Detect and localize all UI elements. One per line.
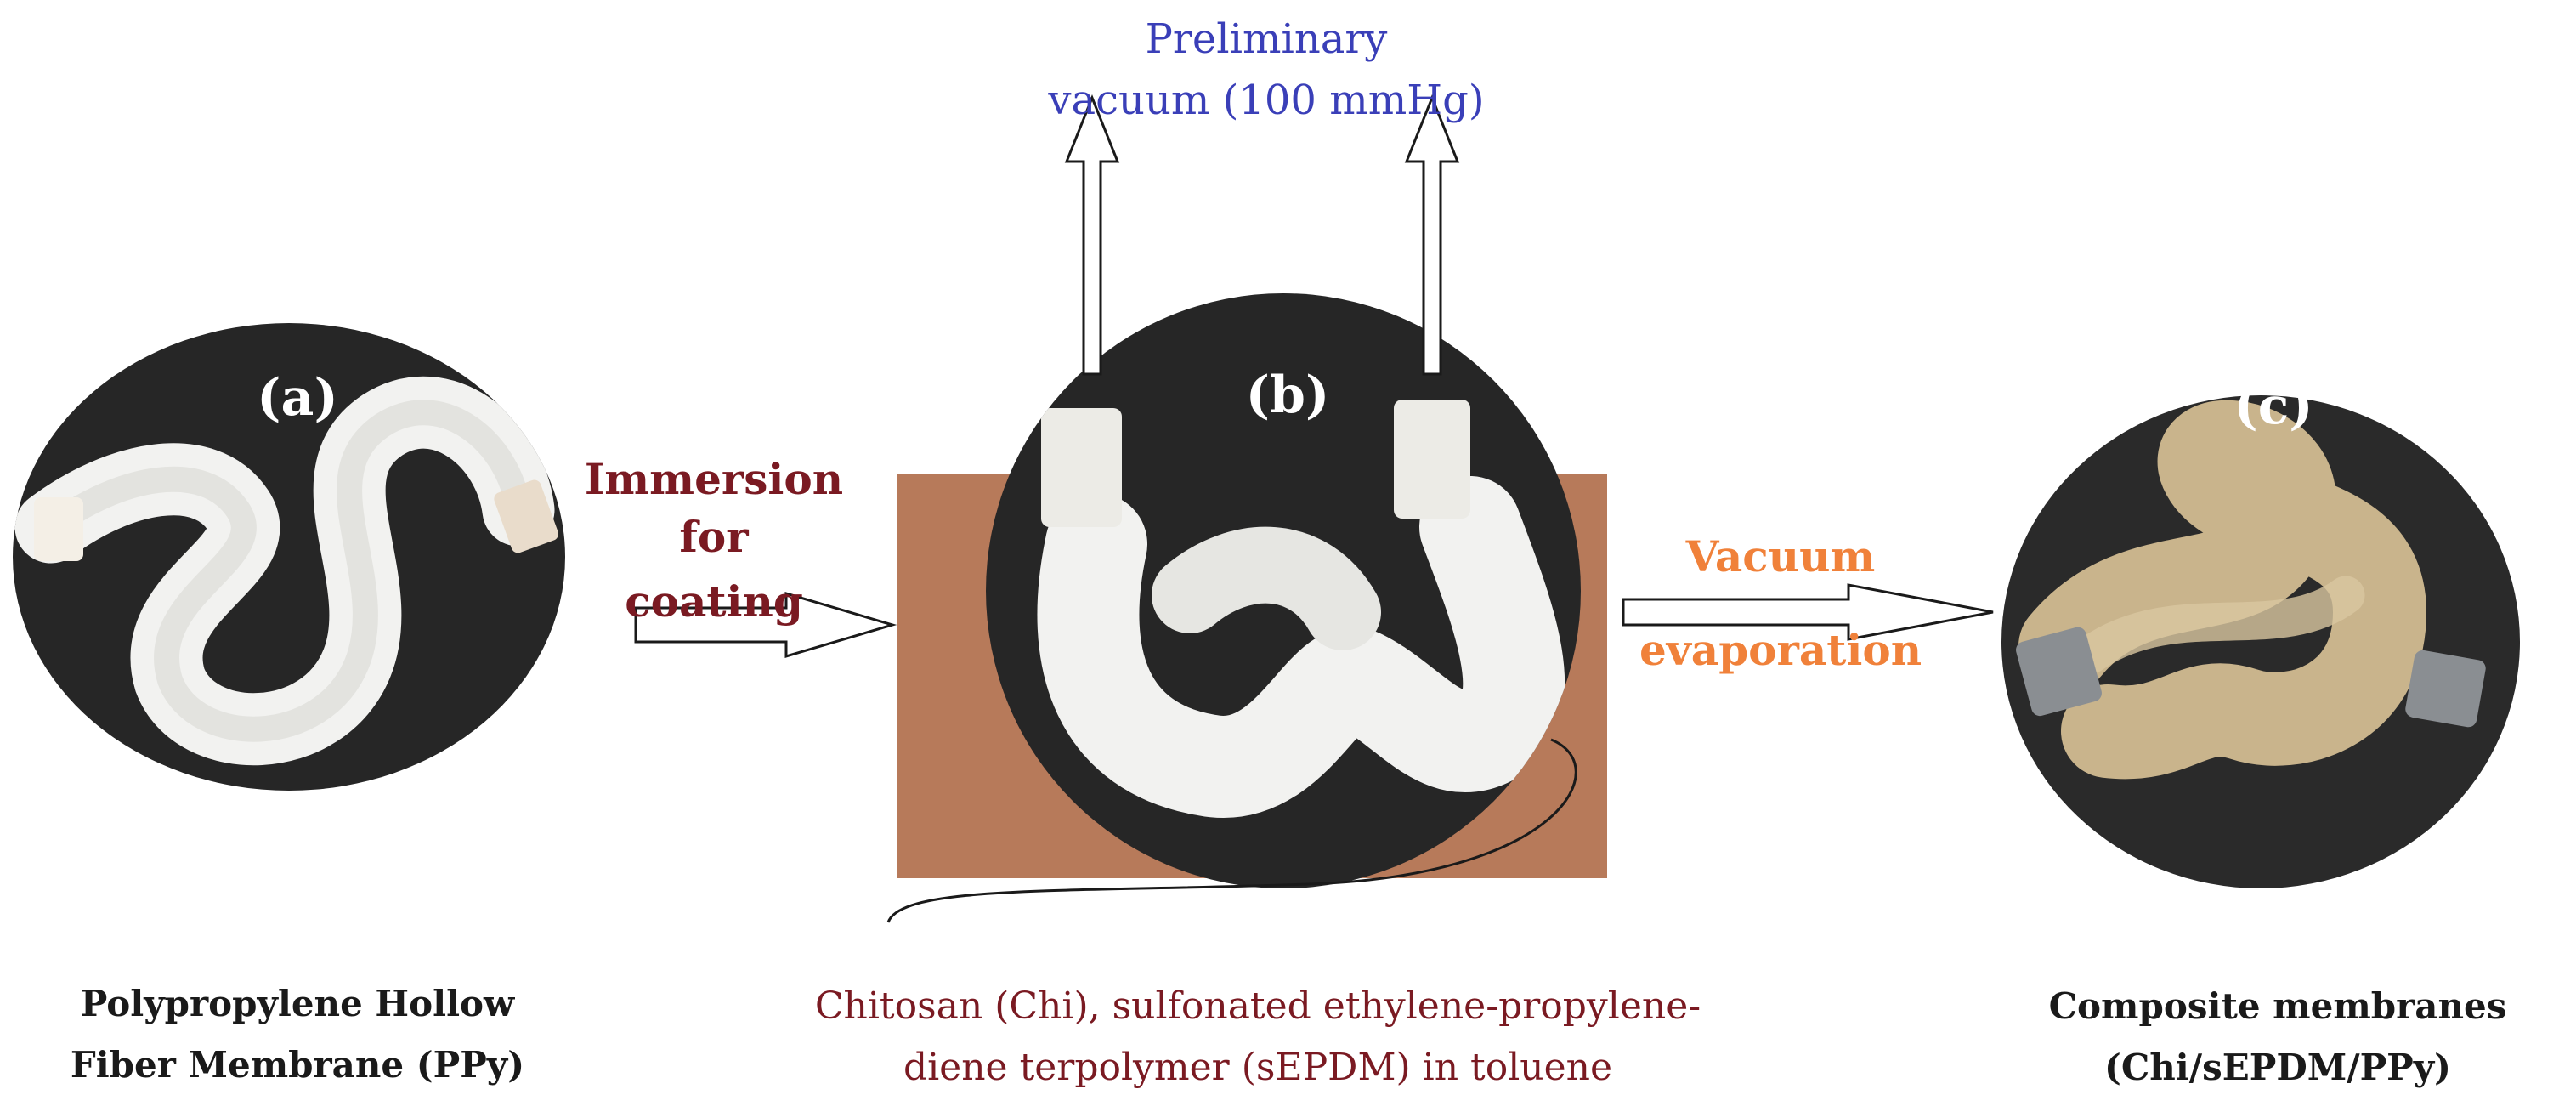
label-immersion-line1: Immersion (584, 454, 844, 504)
white-fiber-bundle-a (14, 376, 558, 766)
fiber-end-cap-right (2405, 650, 2486, 728)
caption-b-line1: Chitosan (Chi), sulfonated ethylene-prop… (814, 984, 1701, 1028)
fiber-end-cap-left (1041, 408, 1122, 527)
label-immersion: Immersion for coating (569, 451, 858, 631)
photo-panel-b: (b) (986, 293, 1581, 888)
beige-fiber-bundle-c (2016, 400, 2486, 780)
caption-a-line2: Fiber Membrane (PPy) (70, 1044, 525, 1086)
label-evaporation-line2: evaporation (1639, 625, 1922, 675)
fiber-end-cap-left (34, 497, 83, 561)
caption-b-line2: diene terpolymer (sEPDM) in toluene (903, 1046, 1613, 1089)
label-evaporation-line1: Vacuum (1685, 531, 1876, 582)
label-vacuum-line2: vacuum (100 mmHg) (1048, 77, 1485, 124)
panel-letter-a: (a) (257, 368, 338, 428)
label-preliminary-vacuum: Preliminary vacuum (100 mmHg) (1003, 9, 1530, 131)
panel-letter-b: (b) (1246, 366, 1330, 425)
fiber-end-cap-right (494, 479, 558, 553)
caption-leader-line (886, 738, 1577, 923)
arrow-vacuum-left (1064, 94, 1120, 376)
photo-panel-a: (a) (13, 323, 565, 791)
caption-b: Chitosan (Chi), sulfonated ethylene-prop… (748, 976, 1768, 1098)
fiber-end-cap-right (1394, 400, 1470, 519)
white-fiber-bundle-b (1037, 400, 1565, 818)
caption-a: Polypropylene Hollow Fiber Membrane (PPy… (0, 973, 595, 1096)
label-immersion-line2: for (679, 512, 749, 562)
label-vacuum-line1: Preliminary (1145, 15, 1388, 63)
arrow-immersion (634, 591, 897, 659)
label-vacuum-evaporation: Vacuum evaporation (1602, 527, 1959, 680)
fiber-end-cap-left (2016, 627, 2102, 717)
arrow-vacuum-right (1404, 94, 1460, 376)
panel-letter-c: (c) (2233, 377, 2313, 436)
arrow-evaporation (1622, 583, 1994, 641)
caption-c-line1: Composite membranes (2048, 985, 2507, 1027)
caption-a-line1: Polypropylene Hollow (80, 983, 515, 1024)
caption-c: Composite membranes (Chi/sEPDM/PPy) (2023, 976, 2533, 1098)
photo-panel-c: (c) (2001, 377, 2520, 888)
label-immersion-line3: coating (625, 576, 803, 627)
caption-c-line2: (Chi/sEPDM/PPy) (2103, 1047, 2452, 1088)
